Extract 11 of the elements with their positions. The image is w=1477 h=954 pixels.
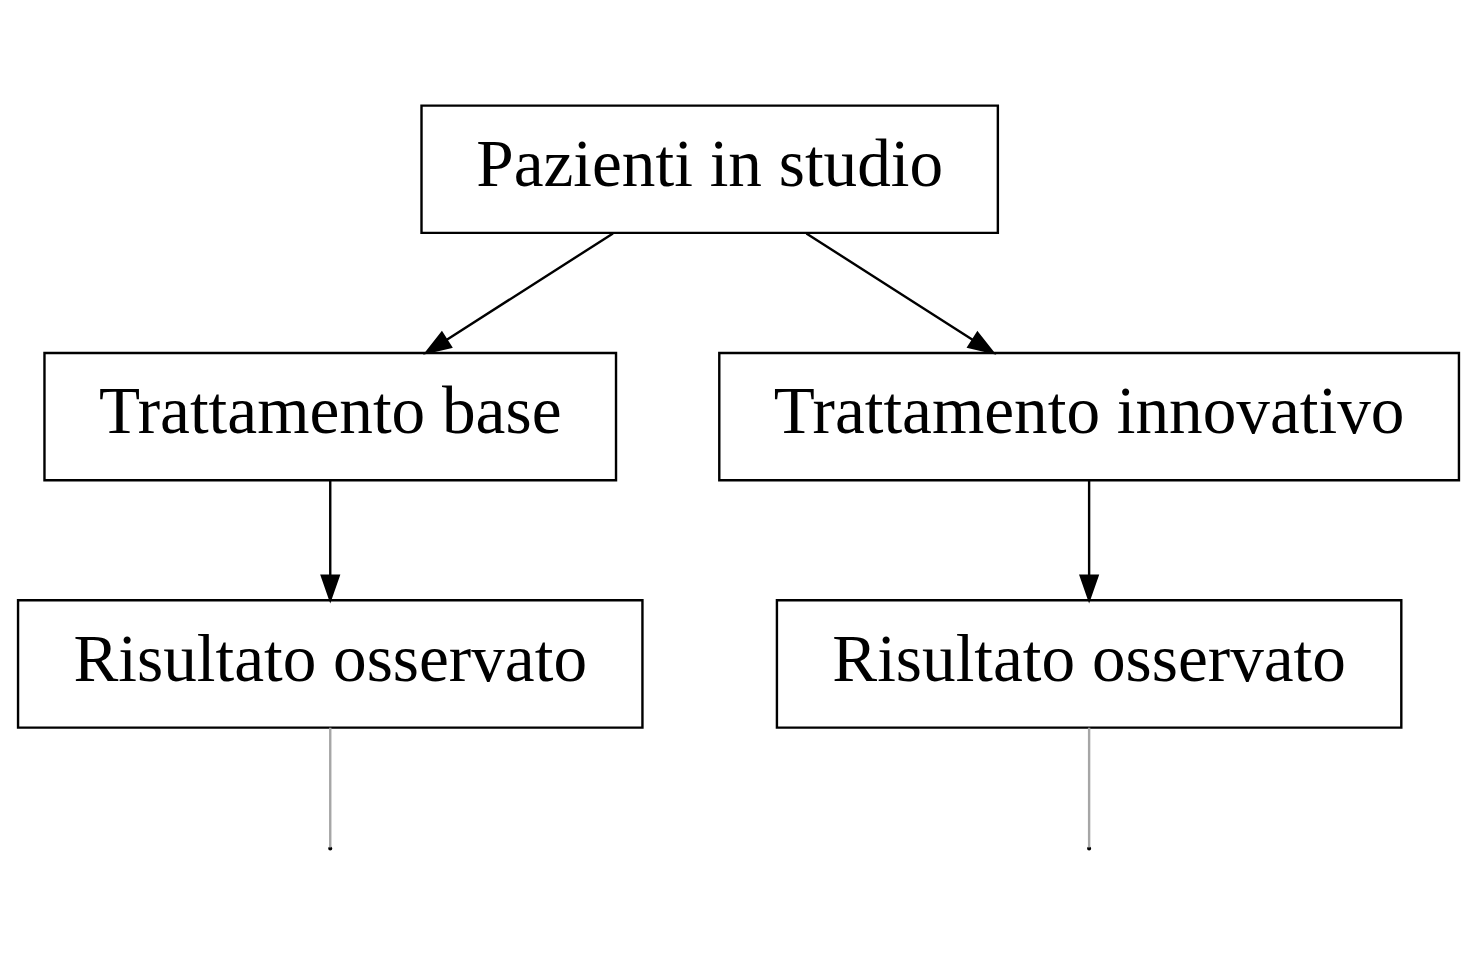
node-box: Trattamento base xyxy=(43,351,618,481)
node-box: Risultato osservato xyxy=(775,598,1403,729)
node-box: Pazienti in studio xyxy=(420,103,1000,234)
node-box: Risultato osservato xyxy=(16,598,644,729)
connector xyxy=(1087,727,1091,847)
node-box: Trattamento innovativo xyxy=(718,351,1461,481)
arrow xyxy=(1079,480,1100,603)
connector xyxy=(329,727,332,847)
arrow xyxy=(805,231,997,355)
arrow xyxy=(320,480,341,603)
arrow xyxy=(423,231,614,355)
